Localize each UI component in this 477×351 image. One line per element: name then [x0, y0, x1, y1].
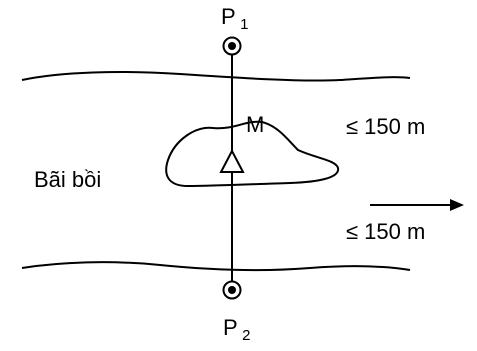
label-p1-letter: P: [221, 4, 236, 29]
point-p1-marker: [222, 36, 242, 56]
lower-river-bank: [21, 261, 411, 272]
label-m: M: [246, 112, 264, 137]
label-p2: P 2: [223, 315, 250, 344]
island-label: Bãi bồi: [34, 167, 101, 192]
label-p1: P 1: [221, 4, 248, 33]
flow-arrow: [370, 199, 464, 211]
distance-label-upper: ≤ 150 m: [346, 114, 425, 139]
sandbar-outline: [165, 120, 340, 188]
station-m-triangle: [219, 148, 245, 173]
point-p2-marker: [222, 280, 242, 300]
distance-label-lower: ≤ 150 m: [346, 219, 425, 244]
upper-river-bank: [21, 71, 411, 82]
label-p2-subscript: 2: [242, 327, 250, 344]
label-p2-letter: P: [223, 315, 238, 340]
label-p1-subscript: 1: [240, 16, 248, 33]
